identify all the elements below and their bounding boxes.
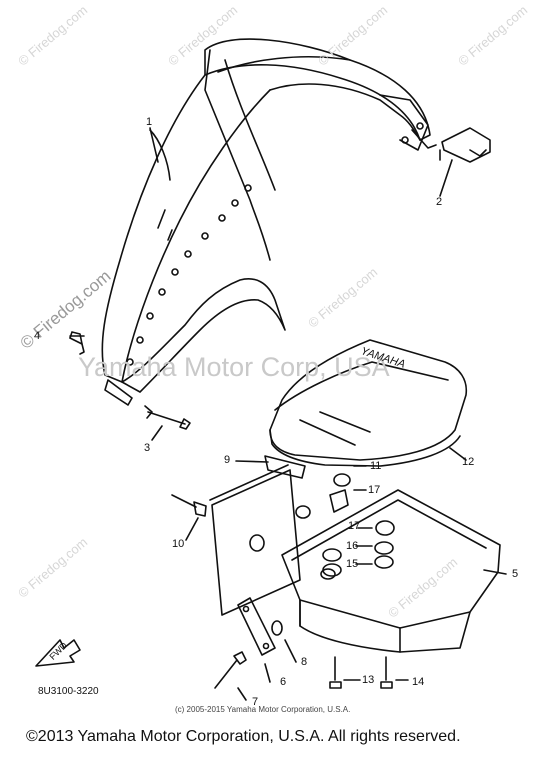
callout-14: 14 — [412, 676, 425, 688]
plate-part — [209, 455, 306, 616]
clip-part — [439, 127, 491, 163]
callout-12: 12 — [462, 456, 475, 468]
callout-3: 3 — [144, 442, 151, 454]
callout-17-upper: 17 — [368, 484, 381, 496]
callout-5: 5 — [512, 568, 519, 580]
pin-part — [69, 331, 85, 355]
grommet-parts — [295, 473, 351, 519]
callout-9: 9 — [224, 454, 231, 466]
callout-13: 13 — [362, 674, 375, 686]
callout-2: 2 — [436, 196, 443, 208]
small-copyright: (c) 2005-2015 Yamaha Motor Corporation, … — [175, 705, 351, 714]
rear-fender-part — [101, 38, 437, 406]
fuel-tank-part — [269, 339, 468, 467]
bolt-part — [144, 405, 191, 430]
callout-16: 16 — [346, 540, 359, 552]
callout-11: 11 — [370, 460, 382, 472]
callout-1: 1 — [146, 116, 153, 128]
bracket-part — [237, 597, 276, 656]
diagram-code: 8U3100-3220 — [38, 686, 99, 697]
callout-4: 4 — [34, 330, 41, 342]
screw-part — [171, 494, 207, 517]
washer-part — [271, 620, 283, 636]
tray-part — [281, 489, 501, 653]
fwd-arrow — [35, 639, 81, 667]
callout-15: 15 — [346, 558, 359, 570]
callout-6: 6 — [280, 676, 287, 688]
watermark-center-text: Yamaha Motor Corp, USA — [78, 352, 390, 382]
bolts-bottom — [329, 656, 393, 689]
callout-10: 10 — [172, 538, 185, 550]
callout-17-lower: 17 — [348, 520, 361, 532]
callout-7: 7 — [252, 696, 259, 708]
callout-8: 8 — [301, 656, 308, 668]
long-screw-part — [214, 651, 247, 689]
footer-copyright: ©2013 Yamaha Motor Corporation, U.S.A. A… — [26, 728, 461, 745]
